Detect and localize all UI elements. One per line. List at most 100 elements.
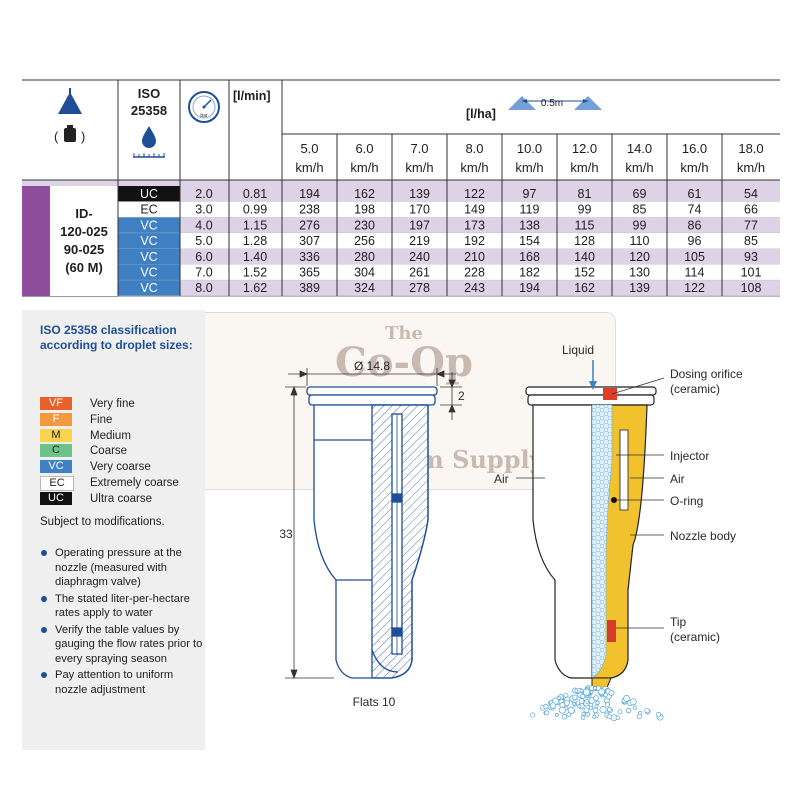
application-rate-cell: 336 — [299, 250, 320, 264]
note-text: Operating pressure at the nozzle (measur… — [55, 547, 182, 588]
droplet-dot — [561, 714, 568, 720]
classification-name: Extremely coarse — [90, 477, 179, 489]
application-rate-cell: 115 — [575, 218, 595, 232]
droplet-dot — [598, 688, 605, 696]
droplet-dot — [580, 715, 586, 720]
speed-header-value: 12.0 — [572, 141, 597, 156]
droplet-dot — [543, 704, 549, 710]
droplet-dot — [555, 698, 562, 706]
application-rate-cell: 108 — [741, 281, 762, 295]
droplet-dot — [585, 685, 592, 692]
droplet-dot — [603, 697, 610, 704]
droplet-icon — [133, 126, 165, 158]
flow-rate-cell: 1.62 — [243, 281, 267, 295]
classification-item: EC Extremely coarse — [40, 475, 205, 491]
note-text: Pay attention to uniform nozzle adjustme… — [55, 669, 174, 696]
notes-list: Operating pressure at the nozzle (measur… — [40, 546, 205, 699]
dim-height: 33 — [279, 527, 293, 541]
application-rate-cell: 97 — [523, 187, 537, 201]
application-rate-cell: 197 — [409, 218, 430, 232]
droplet-dot — [554, 713, 559, 717]
classification-name: Ultra coarse — [90, 492, 152, 505]
droplet-dot — [592, 686, 597, 691]
droplet-dot — [593, 712, 599, 718]
application-rate-cell: 99 — [578, 203, 592, 217]
application-rate-cell: 170 — [409, 203, 430, 217]
classification-name: Very coarse — [90, 461, 151, 474]
droplet-dot — [602, 685, 610, 694]
droplet-dot — [574, 688, 579, 693]
application-rate-cell: 99 — [633, 218, 647, 232]
bullet-icon — [41, 672, 47, 678]
droplet-dot — [604, 712, 610, 718]
pressure-cell: 2.0 — [195, 187, 212, 201]
droplet-dot — [599, 692, 604, 698]
droplet-dot — [583, 691, 590, 698]
droplet-dot — [644, 708, 651, 715]
application-rate-cell: 122 — [464, 187, 485, 201]
droplet-dot — [627, 699, 634, 707]
droplet-dot — [554, 699, 559, 704]
application-rate-cell: 85 — [744, 234, 758, 248]
pressure-cell: 3.0 — [195, 203, 212, 217]
classification-code: EC — [40, 476, 74, 491]
application-rate-cell: 86 — [688, 218, 702, 232]
droplet-dot — [563, 692, 569, 698]
droplet-dot — [608, 689, 615, 696]
droplet-dot — [592, 714, 597, 719]
pressure-cell: 8.0 — [195, 281, 212, 295]
droplet-dot — [577, 687, 583, 694]
droplet-dot — [569, 708, 575, 714]
label-nozzle-body: Nozzle body — [670, 529, 736, 543]
application-rate-cell: 198 — [354, 203, 375, 217]
droplet-dot — [595, 700, 600, 705]
droplet-class-cell — [118, 233, 180, 249]
spray-droplets — [530, 685, 664, 722]
label-injector: Injector — [670, 449, 709, 463]
classification-name: Medium — [90, 429, 131, 442]
droplet-dot — [602, 687, 609, 694]
droplet-dot — [547, 705, 553, 710]
application-rate-cell: 101 — [741, 266, 762, 280]
application-rate-cell: 130 — [629, 266, 650, 280]
droplet-dot — [610, 714, 618, 722]
droplet-dot — [572, 701, 576, 706]
speed-header-unit: km/h — [625, 160, 653, 175]
application-rate-cell: 81 — [578, 187, 592, 201]
droplet-dot — [656, 713, 664, 721]
droplet-dot — [655, 712, 661, 718]
droplet-dot — [592, 707, 599, 714]
application-rate-cell: 238 — [299, 203, 320, 217]
application-rate-cell: 162 — [574, 281, 595, 295]
speed-header-value: 6.0 — [355, 141, 373, 156]
droplet-dot — [584, 688, 591, 696]
droplet-dot — [606, 707, 612, 712]
droplet-dot — [549, 702, 557, 709]
droplet-dot — [621, 697, 628, 704]
droplet-dot — [557, 695, 565, 703]
application-rate-cell: 307 — [299, 234, 320, 248]
speed-header-unit: km/h — [350, 160, 378, 175]
droplet-dot — [583, 707, 590, 714]
droplet-dot — [540, 704, 546, 711]
droplet-class-cell — [118, 186, 180, 202]
speed-header-value: 5.0 — [300, 141, 318, 156]
watermark-line3: Farm Supply — [374, 445, 544, 474]
droplet-dot — [566, 712, 572, 717]
droplet-dot — [604, 688, 610, 693]
pressure-cell: 4.0 — [195, 218, 212, 232]
iso-header-line2: 25358 — [131, 103, 167, 118]
droplet-dot — [563, 699, 570, 706]
droplet-dot — [585, 686, 591, 693]
droplet-dot — [530, 712, 536, 718]
boom-spacing-icon — [508, 96, 602, 110]
application-rate-cell: 243 — [464, 281, 485, 295]
iso-header-line1: ISO — [138, 86, 160, 101]
droplet-dot — [607, 707, 613, 714]
application-rate-cell: 69 — [633, 187, 647, 201]
label-air-right: Air — [670, 472, 685, 486]
